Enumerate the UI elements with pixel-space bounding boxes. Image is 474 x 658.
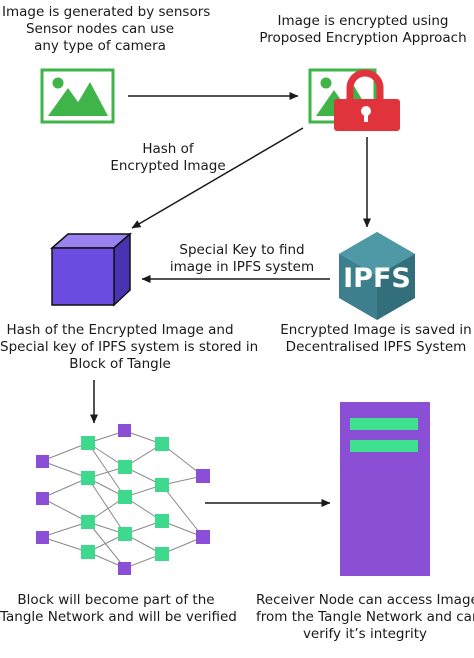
ipfs-logo-text: IPFS: [343, 263, 411, 294]
flow-arrows: [90, 92, 371, 507]
label-hash-of-encrypted-image: Hash of Encrypted Image: [110, 141, 226, 174]
label-tangle-block: Hash of the Encrypted Image and Special …: [0, 322, 259, 372]
label-tangle-network: Block will become part of the Tangle Net…: [0, 592, 237, 625]
image-icon: [40, 68, 115, 124]
label-receiver: Receiver Node can access Image from the …: [256, 592, 474, 642]
label-encryption: Image is encrypted using Proposed Encryp…: [259, 13, 467, 46]
label-special-key: Special Key to find image in IPFS system: [169, 242, 315, 275]
label-ipfs-saved: Encrypted Image is saved in Decentralise…: [280, 322, 472, 355]
receiver-server-icon: [340, 402, 430, 576]
arrow-encrypted-hash-to-block: [131, 127, 304, 229]
tangle-nodes: [36, 424, 210, 575]
label-sensor-capture: Image is generated by sensors Sensor nod…: [2, 4, 211, 54]
tangle-block-cube-icon: [50, 232, 132, 307]
lock-icon: [334, 69, 400, 131]
ipfs-logo-icon: IPFS: [339, 232, 415, 320]
tangle-network: [36, 424, 210, 575]
